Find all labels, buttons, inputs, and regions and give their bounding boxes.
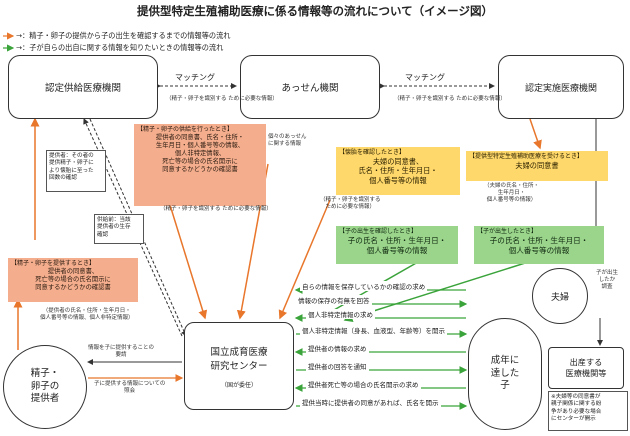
flow-label-5: 提供者の情報の求め [306, 343, 369, 353]
center-name-line1: 国立成育医療 [210, 346, 268, 358]
adult-child-circle: 成年に 達した 子 [468, 318, 542, 430]
orange-impl-to-center [278, 199, 331, 320]
treatment-body: 夫婦の同意書 [515, 160, 559, 170]
flow-label-6: 提供者の回答を通知 [306, 361, 369, 371]
orange-supply-to-center [169, 204, 208, 320]
donor-provide-heading: 【精子・卵子を提供するとき】 [11, 260, 96, 267]
pregnancy-body: 夫婦の同意書、 氏名・住所・生年月日・ 個人番号等の情報 [358, 156, 438, 185]
donor-count-check-box: 提供者：その者の 提供精子・卵子に より懐胎に至った 回数の確認 [46, 150, 106, 192]
birth-confirm-body: 子の氏名・住所・生年月日・ 個人番号等の情報 [347, 235, 447, 255]
child-born-box: 【子が出生したとき】 子の氏名・住所・生年月日・ 個人番号等の情報 [474, 226, 604, 264]
matching-note-1: （精子・卵子を識別する ために必要な情報） [166, 96, 278, 102]
flow-label-2: 情報の保存の有無を回答 [296, 295, 372, 305]
birth-confirm-heading: 【子の出生を確認したとき】 [339, 228, 418, 235]
treatment-heading: 【提供型特定生殖補助医療を受けるとき】 [469, 153, 584, 160]
couple-circle: 夫婦 [532, 268, 588, 324]
child-born-check-note: 子が出生 したか 調査 [596, 270, 619, 291]
supply-info-body: 提供者の同意書、氏名・住所・ 生年月日・個人番号等の情報、 個人非特定情報、 死… [155, 133, 245, 173]
orange-couple-to-impl [529, 118, 542, 150]
agency-box: あっせん機関 [240, 55, 380, 119]
supply-info-heading: 【精子・卵子の供給を行ったとき】 [137, 126, 234, 133]
dashed-supply-center-a [89, 118, 187, 337]
legend-green-label: →：子が自らの出自に関する情報を知りたいときの情報等の流れ [16, 43, 224, 52]
national-center-box: 国立成育医療 研究センター （国が委任） [184, 322, 294, 410]
flow-label-4: 個人非特定情報（身長、血液型、年齢等）を開示 [300, 325, 447, 335]
child-born-heading: 【子が出生したとき】 [477, 228, 538, 235]
donor-alive-check-box: 供給前：当該 提供者の生存 確認 [94, 214, 144, 244]
child-born-body: 子の氏名・住所・生年月日・ 個人番号等の情報 [489, 235, 589, 255]
flow-label-7: 提供者死亡等の場合の氏名開示の求め [306, 379, 421, 389]
supply-below-note: （精子・卵子を識別する ために必要な情報） [160, 206, 272, 212]
center-name-line2: 研究センター [210, 360, 268, 372]
pregnancy-box: 【懐胎を確認したとき】 夫婦の同意書、 氏名・住所・生年月日・ 個人番号等の情報 [336, 147, 460, 195]
agency-note: 個々のあっせん に関する情報 [268, 134, 307, 148]
matching-note-2: （精子・卵子を識別する ために必要な情報） [394, 96, 506, 102]
donor-provide-body: 提供者の同意書、 死亡等の場合の氏名開示に 同意するかどうかの確認書 [35, 267, 111, 291]
donor-inquiry-note: 子に提供する情報についての 照会 [94, 381, 166, 395]
donor-provide-box: 【精子・卵子を提供するとき】 提供者の同意書、 死亡等の場合の氏名開示に 同意す… [8, 258, 138, 302]
donor-request-note: 情報を子に提供することの 要請 [88, 345, 154, 359]
pregnancy-heading: 【懐胎を確認したとき】 [339, 149, 406, 156]
donor-circle: 精子・ 卵子の 提供者 [3, 345, 87, 429]
supply-clinic-box: 認定供給医療機関 [8, 55, 158, 119]
flow-label-8: 提供当時に提供者の同意があれば、氏名を開示 [300, 397, 441, 407]
center-note: （国が委任） [220, 381, 257, 389]
page-title: 提供型特定生殖補助医療に係る情報等の流れについて（イメージ図） [137, 4, 493, 18]
donor-info-note: （提供者の氏名・住所・生年月日・ 個人番号等の情報、個人非特定情報） [40, 308, 134, 322]
couple-info-note: （夫婦の氏名・住所・ 生年月日・ 個人番号等の情報） [484, 183, 540, 204]
flow-label-1: 自らの情報を保存しているかの確認の求め [300, 281, 428, 291]
supply-info-box: 【精子・卵子の供給を行ったとき】 提供者の同意書、氏名・住所・ 生年月日・個人番… [134, 124, 266, 206]
legend-orange-label: →：精子・卵子の提供から子の出生を確認するまでの情報等の流れ [16, 31, 231, 40]
flow-label-3: 個人非特定情報の求め [306, 309, 375, 319]
matching-label-1: マッチング [175, 73, 215, 82]
impl-left-note: （精子・卵子を識別する ために必要な情報） [320, 197, 381, 211]
implementation-clinic-box: 認定実施医療機関 [498, 55, 624, 119]
treatment-box: 【提供型特定生殖補助医療を受けるとき】 夫婦の同意書 [466, 151, 608, 181]
birth-disclosure-note: ※夫婦等の同意書が 親子関係に関する紛 争があり必要な場合 にセンターが開示 [548, 391, 628, 431]
birth-confirm-box: 【子の出生を確認したとき】 子の氏名・住所・生年月日・ 個人番号等の情報 [336, 226, 458, 264]
birth-facility-box: 出産する 医療機関等 [548, 347, 624, 389]
matching-label-2: マッチング [405, 73, 445, 82]
